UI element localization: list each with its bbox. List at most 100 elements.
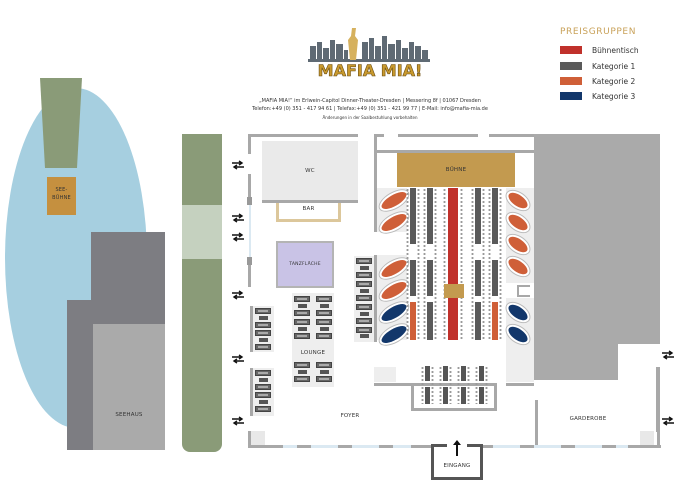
- legend-label: Kategorie 1: [592, 61, 636, 71]
- table-kategorie-1[interactable]: [443, 366, 448, 381]
- lounge-sofa: [255, 392, 271, 398]
- lounge-sofa: [294, 296, 310, 302]
- lounge-table[interactable]: [320, 370, 329, 374]
- corner-block: [640, 431, 654, 445]
- table-kategorie-1[interactable]: [475, 260, 481, 296]
- legend-item-kategorie-3: Kategorie 3: [560, 90, 635, 102]
- lounge-sofa: [316, 310, 332, 316]
- chairs: [434, 188, 437, 340]
- door-arrows-icon: [662, 350, 674, 360]
- wall: [247, 257, 252, 265]
- lounge-table[interactable]: [360, 334, 369, 338]
- catwalk-block: [444, 284, 464, 298]
- lounge-table[interactable]: [298, 327, 307, 331]
- chairs: [467, 366, 470, 404]
- door-arrows-icon: [232, 290, 244, 300]
- window: [493, 445, 520, 448]
- legend-label: Kategorie 2: [592, 76, 636, 86]
- wall: [411, 445, 431, 448]
- window: [616, 445, 628, 448]
- window: [311, 445, 338, 448]
- svg-text:MAFIA MIA!: MAFIA MIA!: [318, 61, 423, 80]
- lounge-sofa: [316, 296, 332, 302]
- wall: [248, 174, 251, 200]
- chairs: [439, 366, 442, 404]
- door-arrows-icon: [232, 213, 244, 223]
- chairs: [421, 366, 424, 404]
- legend-item-buehnentisch: Bühnentisch: [560, 44, 639, 56]
- lounge-table[interactable]: [259, 400, 268, 404]
- legend-label: Bühnentisch: [592, 45, 639, 55]
- chairs: [499, 188, 502, 340]
- buehne-label: BÜHNE: [445, 167, 467, 173]
- lounge-table[interactable]: [298, 370, 307, 374]
- green-strip: [182, 134, 222, 452]
- wall: [506, 383, 534, 386]
- chairs: [406, 188, 409, 340]
- seehaus: SEEHAUS: [93, 324, 165, 450]
- table-kategorie-2[interactable]: [492, 302, 498, 340]
- window: [352, 445, 379, 448]
- door-arrows-icon: [232, 232, 244, 242]
- table-kategorie-1[interactable]: [443, 387, 448, 404]
- table-kategorie-1[interactable]: [475, 188, 481, 244]
- lounge-sofa: [316, 319, 332, 325]
- wall: [248, 134, 251, 154]
- table-kategorie-1[interactable]: [475, 302, 481, 340]
- pillar: [517, 285, 530, 297]
- lounge-table[interactable]: [259, 338, 268, 342]
- bar-label: BAR: [302, 206, 315, 212]
- lounge-sofa: [255, 308, 271, 314]
- lounge-table[interactable]: [360, 312, 369, 316]
- table-kategorie-2[interactable]: [410, 302, 416, 340]
- window: [393, 445, 411, 448]
- seating-zone: [374, 367, 396, 382]
- chairs: [471, 188, 474, 340]
- table-kategorie-1[interactable]: [461, 366, 466, 381]
- chairs: [460, 188, 463, 340]
- table-kategorie-1[interactable]: [427, 260, 433, 296]
- wall: [628, 445, 661, 448]
- address-line: „MAFIA MIA!“ im Erlwein-Capitol Dinner-T…: [259, 98, 481, 104]
- lounge-table[interactable]: [298, 304, 307, 308]
- table-kategorie-1[interactable]: [461, 387, 466, 404]
- lounge-table[interactable]: [360, 266, 369, 270]
- pier: [40, 78, 82, 168]
- table-kategorie-1[interactable]: [479, 387, 484, 404]
- table-kategorie-1[interactable]: [410, 188, 416, 244]
- lounge-table[interactable]: [320, 304, 329, 308]
- table-kategorie-1[interactable]: [425, 387, 430, 404]
- lounge-table[interactable]: [360, 289, 369, 293]
- lounge-table[interactable]: [320, 327, 329, 331]
- chairs: [431, 366, 434, 404]
- table-kategorie-1[interactable]: [479, 366, 484, 381]
- wall: [374, 134, 377, 232]
- table-kategorie-1[interactable]: [410, 260, 416, 296]
- chairs: [475, 366, 478, 404]
- table-kategorie-1[interactable]: [492, 188, 498, 244]
- legend-item-kategorie-1: Kategorie 1: [560, 60, 635, 72]
- table-kategorie-1[interactable]: [492, 260, 498, 296]
- foyer-label: FOYER: [340, 413, 360, 419]
- seehaus-label: SEEHAUS: [115, 412, 143, 418]
- legend-title: PREISGRUPPEN: [560, 27, 637, 37]
- buehnentisch[interactable]: [448, 188, 458, 340]
- wc: WC: [262, 141, 358, 200]
- table-kategorie-1[interactable]: [427, 188, 433, 244]
- lounge-table[interactable]: [259, 316, 268, 320]
- table-kategorie-1[interactable]: [427, 302, 433, 340]
- wall: [489, 134, 534, 137]
- lounge-sofa: [255, 370, 271, 376]
- disclaimer: Änderungen in der Saalbestuhlung vorbeha…: [322, 115, 418, 120]
- wall: [411, 383, 414, 411]
- wall: [248, 445, 283, 448]
- wall: [248, 431, 251, 448]
- wall: [250, 306, 253, 352]
- lounge-table[interactable]: [259, 378, 268, 382]
- eingang[interactable]: EINGANG: [431, 447, 483, 480]
- table-kategorie-1[interactable]: [425, 366, 430, 381]
- contact-line: Telefon:+49 (0) 351 - 417 94 61 | Telefa…: [252, 106, 488, 112]
- wall: [338, 445, 352, 448]
- lounge-sofa: [255, 384, 271, 390]
- chairs: [443, 188, 446, 340]
